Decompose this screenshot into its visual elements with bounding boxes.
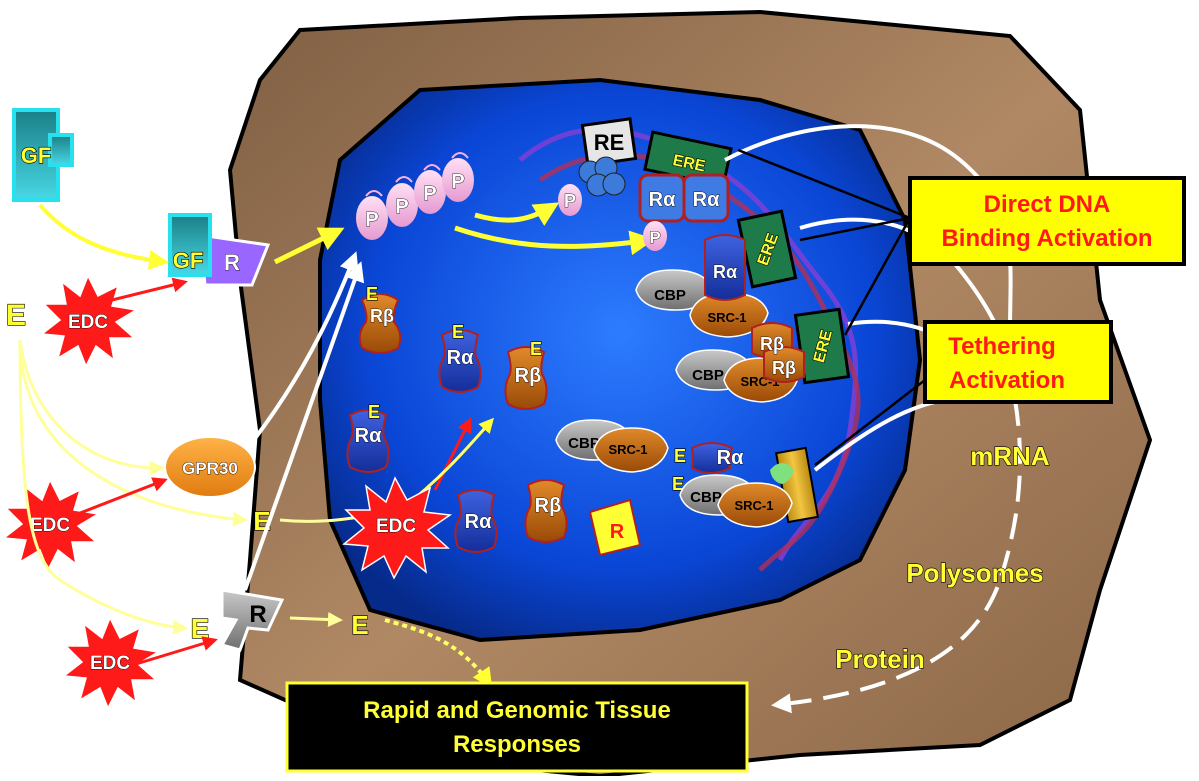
r-yellow-label: R <box>610 521 625 543</box>
estrogen-label-tether-1: E <box>674 446 686 466</box>
p-label-5: P <box>564 191 576 211</box>
edc-burst-2: EDC <box>4 480 98 570</box>
r-alpha-free-3: Rα <box>455 490 496 552</box>
p-label-3: P <box>423 183 436 205</box>
cbp-label-1: CBP <box>654 287 686 304</box>
direct-dna-box: Direct DNA Binding Activation <box>910 178 1184 264</box>
gf-label: GF <box>21 143 52 168</box>
tethering-line2: Activation <box>949 367 1065 394</box>
r-beta-label-2: Rβ <box>515 365 542 387</box>
r-beta-label-dimer-2: Rβ <box>772 358 796 378</box>
edc-label-nucleus: EDC <box>376 516 416 537</box>
gpr30-label: GPR30 <box>182 459 238 478</box>
estrogen-label-nuc-1: E <box>366 284 378 304</box>
r-alpha-label-mid: Rα <box>713 262 737 282</box>
p-label-6: P <box>649 228 660 247</box>
re-label: RE <box>594 130 625 155</box>
p-label-2: P <box>395 196 408 218</box>
polysomes-label: Polysomes <box>906 558 1043 588</box>
gf-receptor-gf-label: GF <box>173 248 204 273</box>
p-label-4: P <box>451 171 464 193</box>
tethering-line1: Tethering <box>948 333 1056 360</box>
direct-dna-line2: Binding Activation <box>941 225 1152 252</box>
p-label-1: P <box>365 209 378 231</box>
r-alpha-free-1: E Rα <box>439 322 480 392</box>
response-line2: Responses <box>453 731 581 758</box>
cbp-label-2: CBP <box>692 367 724 384</box>
cbp-label-4: CBP <box>690 489 722 506</box>
membrane-receptor-r-label: R <box>249 601 266 628</box>
gf-receptor-r-label: R <box>224 250 240 275</box>
r-beta-label-1: Rβ <box>370 306 394 326</box>
edc-label-3: EDC <box>90 653 130 674</box>
estrogen-label-nuc-4: E <box>368 402 380 422</box>
r-alpha-label-2: Rα <box>355 425 382 447</box>
gpr30-receptor: GPR30 <box>165 437 255 497</box>
estrogen-label-bottom: E <box>191 613 210 644</box>
r-alpha-label-3: Rα <box>465 511 492 533</box>
estrogen-label-left: E <box>6 299 26 332</box>
gf-ligand: GF <box>14 110 72 200</box>
edc-label-2: EDC <box>30 515 70 536</box>
mrna-label: mRNA <box>970 441 1050 471</box>
r-beta-free-3: Rβ <box>525 480 566 542</box>
protein-label: Protein <box>835 644 925 674</box>
src1-label-3: SRC-1 <box>608 442 647 457</box>
r-alpha-label-top-1: Rα <box>649 189 676 211</box>
estrogen-label-nuc-2: E <box>452 322 464 342</box>
estrogen-label-released: E <box>351 610 368 640</box>
edc-label-1: EDC <box>68 312 108 333</box>
r-beta-free-2: E Rβ <box>505 339 546 409</box>
r-alpha-label-1: Rα <box>447 347 474 369</box>
src1-label-4: SRC-1 <box>734 498 773 513</box>
response-box: Rapid and Genomic Tissue Responses <box>287 683 747 771</box>
r-beta-label-dimer-1: Rβ <box>760 334 784 354</box>
response-line1: Rapid and Genomic Tissue <box>363 697 671 724</box>
r-alpha-free-2: E Rα <box>347 402 388 472</box>
r-beta-label-3: Rβ <box>535 495 562 517</box>
tethering-box: Tethering Activation <box>925 322 1111 402</box>
estrogen-label-nuc-3: E <box>530 339 542 359</box>
direct-dna-line1: Direct DNA <box>984 191 1111 218</box>
r-alpha-label-top-2: Rα <box>693 189 720 211</box>
r-alpha-label-tether: Rα <box>717 447 744 469</box>
src1-label-1: SRC-1 <box>707 310 746 325</box>
edc-burst-1: EDC <box>42 276 136 366</box>
